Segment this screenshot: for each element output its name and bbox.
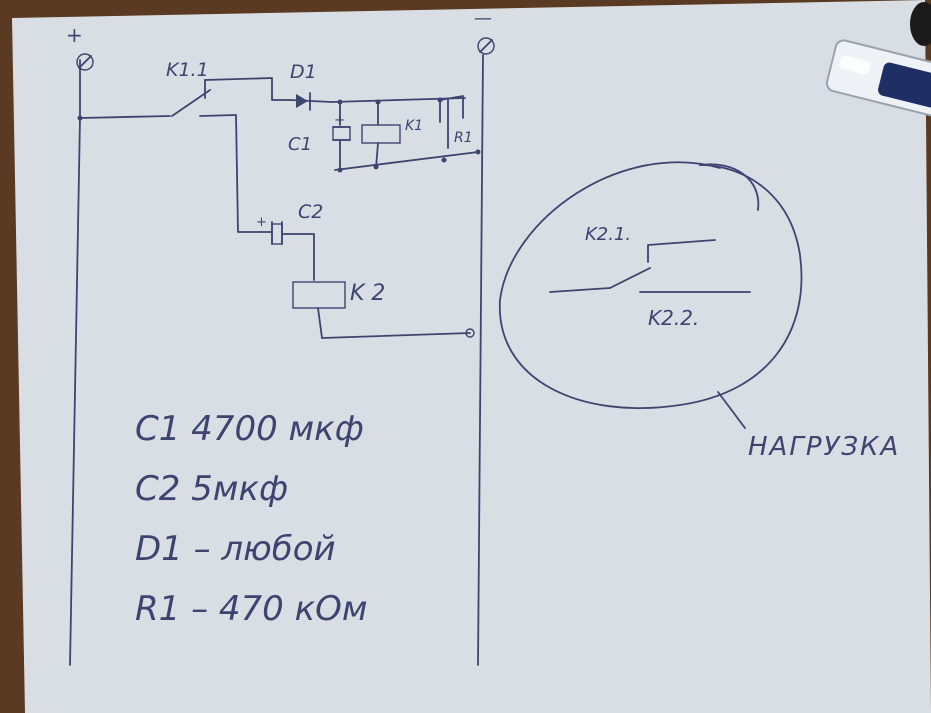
paper-sheet <box>12 0 931 713</box>
c1-plus-label: + <box>334 113 345 128</box>
terminal-minus-label: — <box>474 8 492 29</box>
terminal-plus-icon <box>76 53 94 71</box>
k2-2-label: K2.2. <box>648 306 699 330</box>
k1-1-label: K1.1 <box>166 59 209 81</box>
k2-label: K 2 <box>350 281 385 306</box>
c1-label: C1 <box>288 134 312 155</box>
spec-list: C1 4700 мкф C2 5мкф D1 – любой R1 – 470 … <box>135 409 368 629</box>
spec-c1: C1 4700 мкф <box>135 409 364 449</box>
c2-label: C2 <box>298 201 323 223</box>
spec-d1: D1 – любой <box>135 529 336 569</box>
terminal-output-icon <box>465 328 475 338</box>
junction-dots <box>77 97 481 173</box>
k2-1-label: K2.1. <box>585 224 631 245</box>
k1-label: K1 <box>405 118 423 134</box>
d1-label: D1 <box>290 61 317 83</box>
shadow-spot <box>910 2 931 46</box>
r1-label: R1 <box>454 130 473 146</box>
spec-r1: R1 – 470 кОм <box>135 589 368 629</box>
terminal-plus-label: + <box>66 23 83 47</box>
load-label: НАГРУЗКА <box>748 432 900 462</box>
c2-plus-label: + <box>256 215 267 230</box>
wires <box>69 54 484 666</box>
load-diagram <box>499 161 803 429</box>
labels: + — K1.1 D1 C1 + K1 R1 C2 + K 2 K2.1. K2… <box>66 8 900 462</box>
terminal-minus-icon <box>477 37 495 55</box>
spec-c2: C2 5мкф <box>135 469 288 509</box>
pen-icon <box>825 39 931 118</box>
